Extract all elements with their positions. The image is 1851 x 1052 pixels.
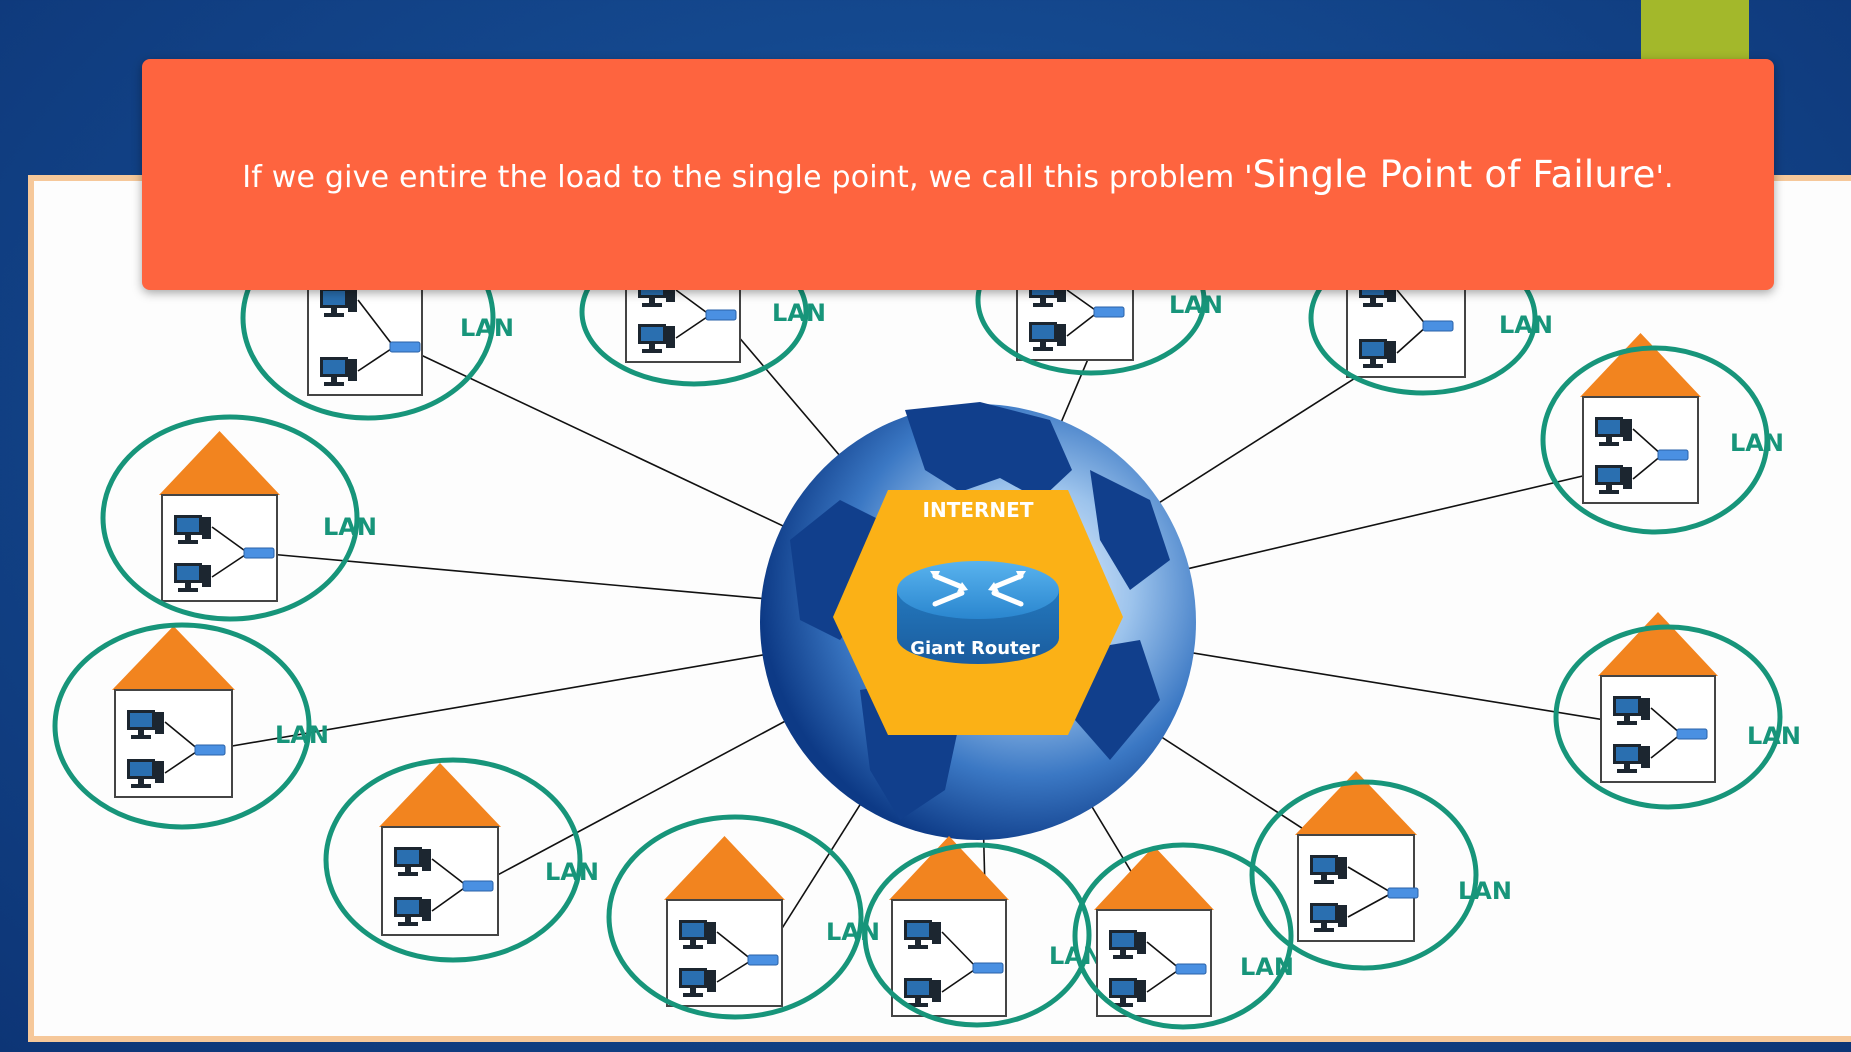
house-roof-icon — [1580, 333, 1701, 397]
lan-label: LAN — [1458, 877, 1512, 905]
switch-icon — [1657, 449, 1689, 461]
tower-icon — [422, 899, 431, 921]
house-roof-icon — [379, 763, 501, 827]
tower-icon — [1338, 857, 1347, 879]
switch-icon — [389, 341, 421, 353]
lan-label: LAN — [460, 314, 514, 342]
lan-label: LAN — [1169, 291, 1223, 319]
lan-ring — [1072, 842, 1294, 1030]
tower-icon — [1641, 746, 1650, 768]
tower-icon — [1137, 932, 1146, 954]
tower-icon — [1623, 419, 1632, 441]
switch-icon — [972, 962, 1004, 974]
lan-node: LAN — [323, 757, 599, 963]
house-roof-icon — [664, 836, 785, 900]
tower-icon — [1137, 980, 1146, 1002]
switch-icon — [747, 954, 779, 966]
switch-icon — [1676, 728, 1708, 740]
lan-ring — [323, 757, 583, 963]
house-icon — [891, 899, 1007, 1017]
house-roof-icon — [1094, 846, 1214, 910]
lan-node: LAN — [606, 814, 880, 1020]
tower-icon — [707, 970, 716, 992]
lan-node: LAN — [1249, 771, 1512, 971]
lan-ring — [52, 622, 312, 830]
house-roof-icon — [1598, 612, 1718, 676]
tower-icon — [1623, 467, 1632, 489]
house-roof-icon — [112, 626, 235, 690]
tower-icon — [1641, 698, 1650, 720]
lan-ring — [1553, 624, 1783, 810]
lan-label: LAN — [1730, 429, 1784, 457]
switch-icon — [462, 880, 494, 892]
banner-text-after: '. — [1655, 160, 1674, 195]
lan-label: LAN — [826, 918, 880, 946]
house-roof-icon — [159, 431, 280, 495]
lan-label: LAN — [545, 858, 599, 886]
switch-icon — [1422, 320, 1454, 332]
internet-label: INTERNET — [923, 498, 1034, 522]
house-roof-icon — [889, 836, 1009, 900]
switch-icon — [1093, 306, 1125, 318]
switch-icon — [1175, 963, 1207, 975]
lan-node: LAN — [862, 836, 1103, 1028]
single-point-of-failure-banner: If we give entire the load to the single… — [142, 59, 1774, 290]
lan-label: LAN — [1747, 722, 1801, 750]
switch-icon — [243, 547, 275, 559]
lan-label: LAN — [1240, 953, 1294, 981]
tower-icon — [155, 761, 164, 783]
tower-icon — [422, 849, 431, 871]
lan-ring — [606, 814, 864, 1020]
lan-label: LAN — [323, 513, 377, 541]
house-icon — [114, 689, 233, 798]
lan-label: LAN — [1499, 311, 1553, 339]
banner-term: Single Point of Failure — [1252, 153, 1656, 196]
lan-node: LAN — [52, 622, 329, 830]
tower-icon — [1338, 905, 1347, 927]
lan-node: LAN — [1553, 612, 1801, 810]
banner-message: If we give entire the load to the single… — [242, 153, 1674, 196]
tower-icon — [202, 565, 211, 587]
lan-node: LAN — [240, 215, 514, 421]
switch-icon — [1387, 887, 1419, 899]
router-icon: Giant Router — [897, 561, 1059, 664]
router-label: Giant Router — [910, 638, 1040, 659]
lan-label: LAN — [772, 299, 826, 327]
lan-ring — [862, 842, 1092, 1028]
accent-bar — [1641, 0, 1749, 70]
tower-icon — [1057, 280, 1066, 302]
house-roof-icon — [1295, 771, 1417, 835]
tower-icon — [932, 922, 941, 944]
house-icon — [1096, 909, 1212, 1017]
house-icon — [666, 899, 783, 1007]
tower-icon — [155, 712, 164, 734]
tower-icon — [707, 922, 716, 944]
banner-text-before: If we give entire the load to the single… — [242, 160, 1253, 195]
tower-icon — [666, 280, 675, 302]
tower-icon — [932, 980, 941, 1002]
switch-icon — [705, 309, 737, 321]
tower-icon — [348, 290, 357, 312]
lan-label: LAN — [275, 721, 329, 749]
tower-icon — [202, 517, 211, 539]
lan-node: LAN — [1072, 842, 1294, 1030]
tower-icon — [348, 359, 357, 381]
lan-ring — [100, 414, 360, 622]
lan-node: LAN — [1540, 333, 1784, 535]
switch-icon — [194, 744, 226, 756]
tower-icon — [1387, 341, 1396, 363]
tower-icon — [1387, 280, 1396, 302]
lan-ring — [1249, 779, 1479, 971]
tower-icon — [1057, 324, 1066, 346]
lan-node: LAN — [100, 414, 377, 622]
lan-ring — [1540, 345, 1770, 535]
tower-icon — [666, 326, 675, 348]
